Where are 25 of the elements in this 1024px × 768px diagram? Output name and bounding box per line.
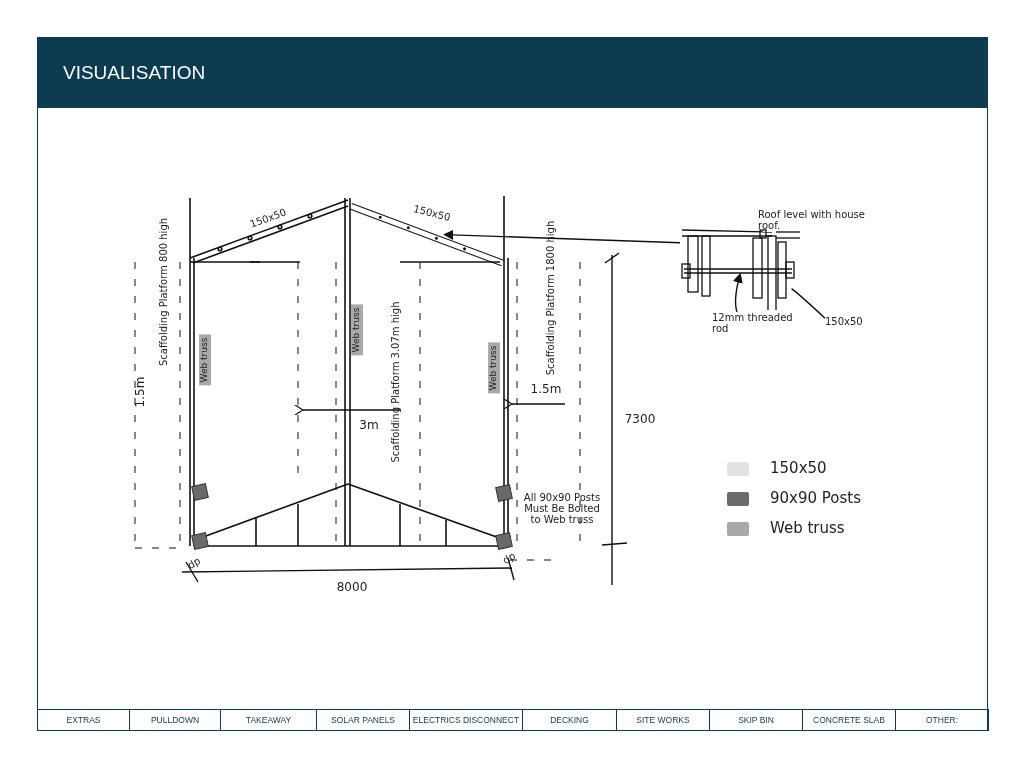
note-text: All 90x90 Posts Must Be Bolted to Web truss: [522, 491, 602, 525]
legend-label: Web truss: [770, 520, 845, 537]
callout-text: 12mm threaded rod: [712, 312, 812, 334]
annotation-text: Roof level with house roof.: [758, 209, 866, 231]
pointer-arrow: [443, 229, 681, 244]
category-label: OTHER:: [895, 709, 989, 731]
bracket-detail-drawing: [680, 228, 800, 310]
dimension-label: 1.5m: [134, 376, 148, 408]
dimension-label: 8000: [336, 581, 368, 595]
dimension-label: 7300: [624, 413, 656, 427]
legend-label: 150x50: [770, 460, 827, 477]
member-label: Web truss: [199, 334, 211, 386]
annotation-text: Scaffolding Platform 800 high: [157, 217, 169, 367]
member-label: Web truss: [488, 342, 500, 394]
callout-text: 150x50: [825, 316, 865, 327]
legend-label: 90x90 Posts: [770, 490, 862, 507]
pointer-arrow: [733, 272, 743, 313]
annotation-text: dp: [500, 550, 518, 566]
annotation-text: dp: [185, 555, 203, 571]
dimension-label: 3m: [359, 419, 379, 433]
page-title: VISUALISATION: [63, 62, 206, 84]
dimension-label: 1.5m: [530, 383, 562, 397]
member-label: Web truss: [351, 304, 363, 356]
annotation-text: Scaffolding Platform 1800 high: [544, 220, 556, 376]
member-size-label: 150x50: [412, 203, 452, 223]
